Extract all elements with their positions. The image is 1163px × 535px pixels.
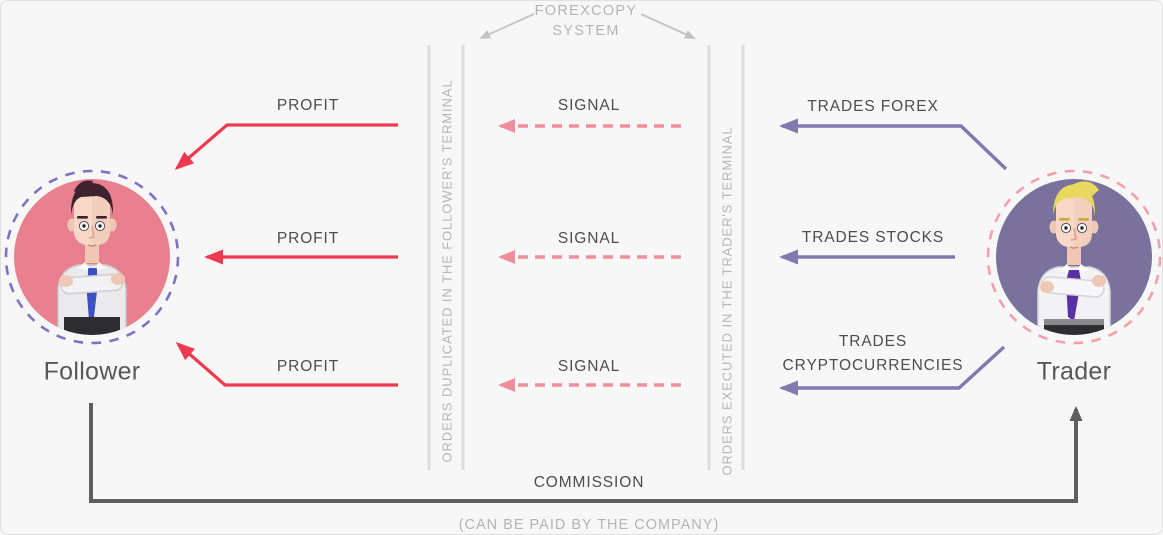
trades-crypto-label: TRADES CRYPTOCURRENCIES — [782, 332, 964, 374]
signal-label-1: SIGNAL — [557, 97, 621, 114]
trades-forex-arrow — [779, 118, 1008, 171]
trader-figure — [1037, 181, 1111, 335]
follower-avatar-graphic — [4, 169, 180, 345]
trades-stocks-label: TRADES STOCKS — [801, 229, 945, 246]
commission-note: (CAN BE PAID BY THE COMPANY) — [458, 517, 720, 533]
trader-ring — [986, 169, 1162, 345]
header-title-line2: SYSTEM — [552, 23, 620, 39]
trader-terminal-caption: ORDERS EXECUTED IN THE TRADER'S TERMINAL — [719, 126, 735, 476]
trader-avatar — [986, 169, 1162, 345]
follower-figure — [57, 180, 127, 335]
follower-terminal-caption: ORDERS DUPLICATED IN THE FOLLOWER'S TERM… — [439, 79, 455, 463]
header-arrow-right — [640, 13, 696, 39]
profit-label-1: PROFIT — [276, 97, 340, 114]
profit-arrow-3 — [175, 342, 398, 387]
header-title-line1: FOREXCOPY — [534, 3, 638, 19]
trader-label: Trader — [1036, 357, 1112, 386]
signal-label-2: SIGNAL — [557, 230, 621, 247]
commission-arrow — [89, 403, 1083, 503]
trades-forex-label: TRADES FOREX — [807, 98, 939, 115]
profit-label-3: PROFIT — [276, 358, 340, 375]
profit-label-2: PROFIT — [276, 230, 340, 247]
follower-ring — [4, 169, 180, 345]
follower-avatar — [4, 169, 180, 345]
signal-label-3: SIGNAL — [557, 358, 621, 375]
follower-label: Follower — [43, 357, 141, 386]
trader-avatar-graphic — [986, 169, 1162, 345]
trades-crypto-arrow — [779, 345, 1006, 396]
profit-arrow-1 — [174, 123, 398, 170]
header-arrow-left — [479, 13, 535, 39]
commission-label: COMMISSION — [533, 474, 645, 491]
